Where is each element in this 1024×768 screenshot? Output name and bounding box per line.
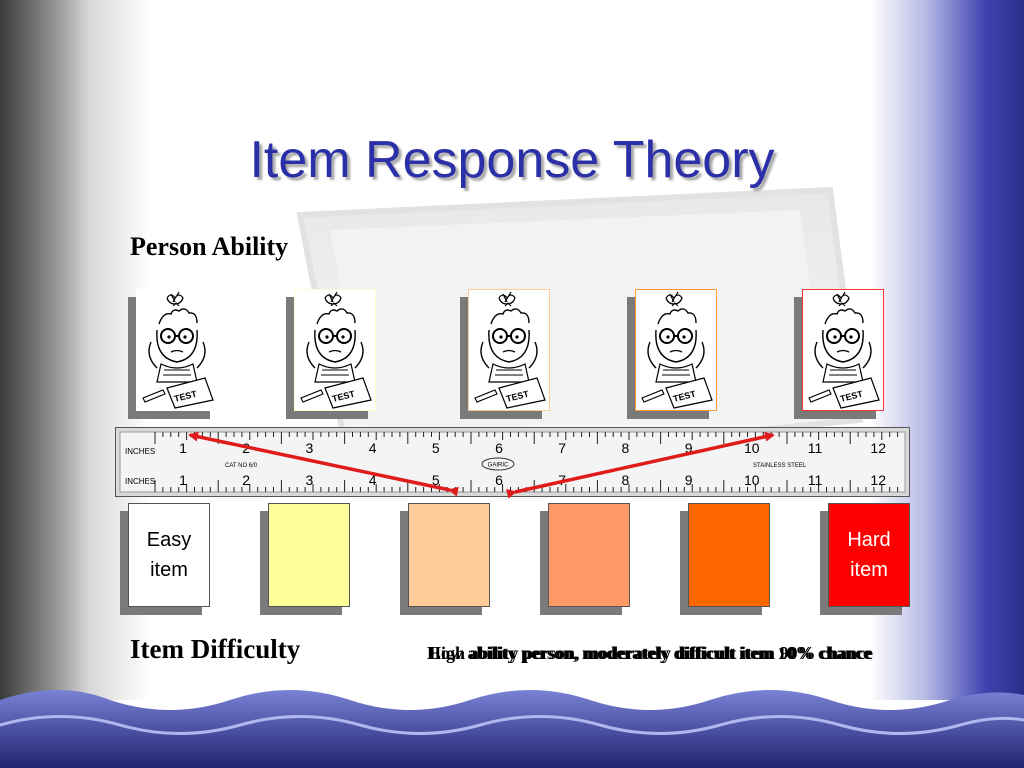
ruler-bottom-number: 9 bbox=[685, 472, 693, 488]
ruler-bottom-number: 11 bbox=[808, 472, 823, 488]
item-box bbox=[268, 503, 350, 607]
ruler-bottom-unit-label: INCHES bbox=[125, 477, 155, 486]
item-box bbox=[408, 503, 490, 607]
ruler-top-number: 3 bbox=[306, 440, 314, 456]
worried-student-icon: TEST bbox=[300, 291, 372, 409]
ruler-brand-logo: GAIRIC bbox=[488, 463, 509, 469]
ruler-top-number: 5 bbox=[432, 440, 440, 456]
ruler-bottom-number: 3 bbox=[306, 472, 314, 488]
slide-title: Item Response Theory bbox=[249, 131, 775, 189]
ruler-catalog-label: CAT NO 6/0 bbox=[225, 463, 258, 469]
ruler-top-number: 12 bbox=[870, 440, 886, 456]
ruler-top-number: 11 bbox=[808, 440, 823, 456]
worried-student-icon: TEST bbox=[641, 291, 713, 409]
ruler-top-number: 4 bbox=[369, 440, 377, 456]
person-card: TEST bbox=[136, 289, 218, 411]
person-card: TEST bbox=[802, 289, 884, 411]
ruler-bottom-number: 10 bbox=[744, 472, 760, 488]
ruler-top-number: 8 bbox=[622, 440, 630, 456]
ruler-material-label: STAINLESS STEEL bbox=[753, 463, 807, 469]
caption-low-ability: Low ability person, moderately difficult… bbox=[429, 643, 871, 663]
ruler-top-number: 1 bbox=[179, 440, 187, 456]
ruler-bottom-number: 4 bbox=[369, 472, 377, 488]
person-ability-heading: Person Ability bbox=[130, 232, 289, 261]
item-box bbox=[548, 503, 630, 607]
ruler-bottom-number: 8 bbox=[622, 472, 630, 488]
item-box: Hard item bbox=[828, 503, 910, 607]
ruler-top-number: 2 bbox=[242, 440, 250, 456]
worried-student-icon: TEST bbox=[142, 291, 214, 409]
ruler: INCHESINCHES1122334455667788991010111112… bbox=[115, 427, 910, 497]
ruler-top-number: 6 bbox=[495, 440, 503, 456]
ruler-bottom-number: 5 bbox=[432, 472, 440, 488]
person-card: TEST bbox=[468, 289, 550, 411]
caption-high-ability: High ability person, moderately difficul… bbox=[427, 643, 873, 663]
person-card: TEST bbox=[635, 289, 717, 411]
item-box bbox=[688, 503, 770, 607]
ruler-bottom-number: 6 bbox=[495, 472, 503, 488]
ruler-top-unit-label: INCHES bbox=[125, 447, 155, 456]
worried-student-icon: TEST bbox=[808, 291, 880, 409]
ruler-top-number: 10 bbox=[744, 440, 760, 456]
ruler-bottom-number: 1 bbox=[179, 472, 187, 488]
ruler-top-number: 9 bbox=[685, 440, 693, 456]
item-difficulty-heading: Item Difficulty bbox=[130, 634, 301, 664]
item-box: Easy item bbox=[128, 503, 210, 607]
ruler-bottom-number: 12 bbox=[870, 472, 886, 488]
ruler-top-number: 7 bbox=[558, 440, 566, 456]
ruler-bottom-number: 7 bbox=[558, 472, 566, 488]
person-card: TEST bbox=[294, 289, 376, 411]
ruler-bottom-number: 2 bbox=[242, 472, 250, 488]
worried-student-icon: TEST bbox=[474, 291, 546, 409]
